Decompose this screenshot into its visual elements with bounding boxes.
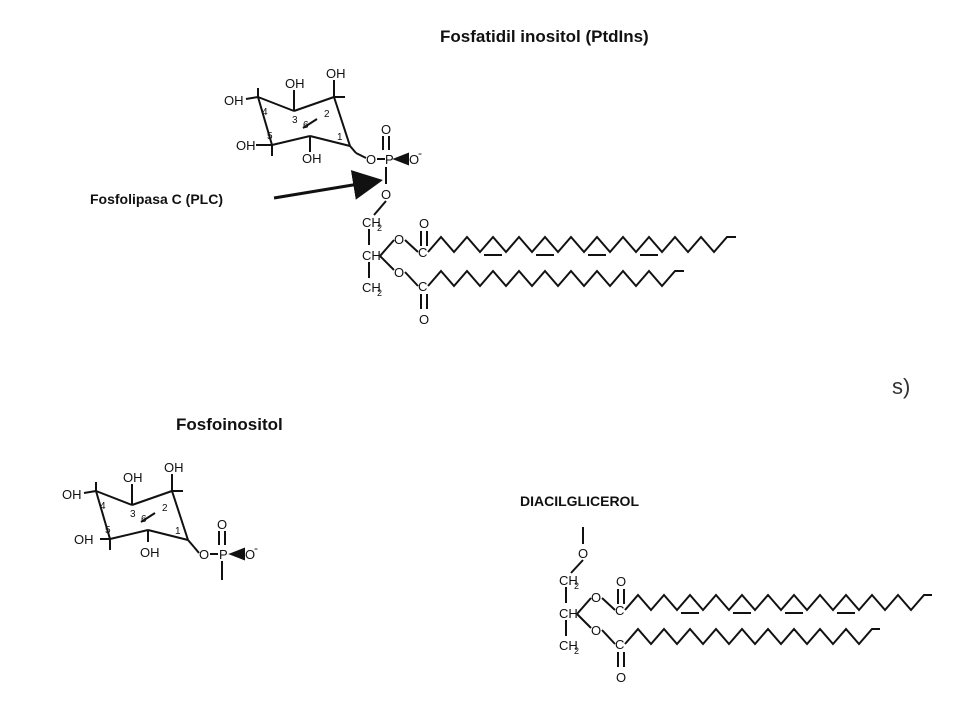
subscript-label: 2 (377, 223, 382, 233)
ring-number: 4 (100, 501, 106, 512)
diacylglycerol-title: DIACILGLICEROL (520, 493, 639, 509)
hydroxyl-label: OH (164, 460, 184, 475)
ring-number: 1 (175, 526, 181, 537)
ring-number: 6 (141, 514, 147, 525)
carbon-label: C (418, 245, 427, 260)
oxygen-label: O (199, 547, 209, 562)
phosphate-bottom-labels: O O P O - (199, 517, 258, 562)
oxygen-label: O (394, 232, 404, 247)
methylene-label: CH (559, 638, 578, 653)
glycerol-backbone-dag (565, 527, 625, 667)
oxygen-label: O (394, 265, 404, 280)
oxygen-label: O (419, 216, 429, 231)
methine-label: CH (559, 606, 578, 621)
subscript-label: 2 (574, 581, 579, 591)
methylene-label: CH (362, 280, 381, 295)
glycerol-backbone-top (368, 200, 428, 309)
ring-number: 4 (262, 107, 268, 118)
hydroxyl-label: OH (123, 470, 143, 485)
hydroxyl-label: OH (62, 487, 82, 502)
oxygen-label: O (616, 574, 626, 589)
carbon-label: C (615, 603, 624, 618)
cleavage-arrow (273, 170, 383, 200)
oxygen-label: O (381, 187, 391, 202)
saturated-fatty-acid-chain-dag (624, 627, 880, 646)
oxygen-label: O (409, 152, 419, 167)
methine-label: CH (362, 248, 381, 263)
ring-number: 3 (292, 115, 298, 126)
unsaturated-fatty-acid-chain-top (427, 235, 736, 254)
oxygen-label: O (419, 312, 429, 327)
methylene-label: CH (362, 215, 381, 230)
oxygen-label: O (591, 623, 601, 638)
oxygen-label: O (381, 122, 391, 137)
oxygen-label: O (578, 546, 588, 561)
phosphate-top-labels: O O P O - O (366, 122, 422, 202)
subscript-label: 2 (377, 288, 382, 298)
ring-number: 2 (162, 503, 168, 514)
oxygen-label: O (366, 152, 376, 167)
inositol-ring-top-labels: OH OH OH OH OH 1 2 3 4 5 6 (224, 66, 346, 166)
phosphate-group-top (355, 136, 409, 184)
charge-label: - (418, 146, 422, 160)
phosphoinositol-title: Fosfoinositol (176, 415, 283, 434)
hydroxyl-label: OH (302, 151, 322, 166)
carbon-label: C (615, 637, 624, 652)
hydroxyl-label: OH (140, 545, 160, 560)
glycerol-dag-labels: O CH 2 CH CH 2 O O C O C O (559, 546, 626, 685)
oxygen-label: O (217, 517, 227, 532)
saturated-fatty-acid-chain-top (427, 269, 684, 288)
carbon-label: C (418, 279, 427, 294)
ring-number: 6 (303, 120, 309, 131)
phosphate-group-bottom (193, 531, 245, 580)
hydroxyl-label: OH (236, 138, 256, 153)
subscript-label: 2 (574, 646, 579, 656)
phosphorus-label: P (385, 152, 394, 167)
cropped-text-fragment: s) (892, 374, 911, 399)
unsaturated-fatty-acid-chain-dag (624, 593, 932, 612)
inositol-ring-bottom-labels: OH OH OH OH OH 1 2 3 4 5 6 (62, 460, 184, 560)
hydroxyl-label: OH (285, 76, 305, 91)
hydroxyl-label: OH (224, 93, 244, 108)
hydroxyl-label: OH (74, 532, 94, 547)
inositol-ring-bottom (83, 474, 195, 550)
ring-number: 1 (337, 132, 343, 143)
phosphatidylinositol-title: Fosfatidil inositol (PtdIns) (440, 27, 649, 46)
ring-number: 3 (130, 509, 136, 520)
ring-number: 5 (105, 525, 111, 536)
phospholipase-c-label: Fosfolipasa C (PLC) (90, 191, 224, 207)
inositol-ring-top (245, 80, 357, 156)
hydroxyl-label: OH (326, 66, 346, 81)
glycerol-top-labels: CH 2 CH CH 2 O O C O C O (362, 215, 429, 327)
ring-number: 2 (324, 109, 330, 120)
charge-label: - (254, 541, 258, 555)
oxygen-label: O (245, 547, 255, 562)
oxygen-label: O (591, 590, 601, 605)
phosphorus-label: P (219, 547, 228, 562)
oxygen-label: O (616, 670, 626, 685)
methylene-label: CH (559, 573, 578, 588)
ring-number: 5 (267, 131, 273, 142)
